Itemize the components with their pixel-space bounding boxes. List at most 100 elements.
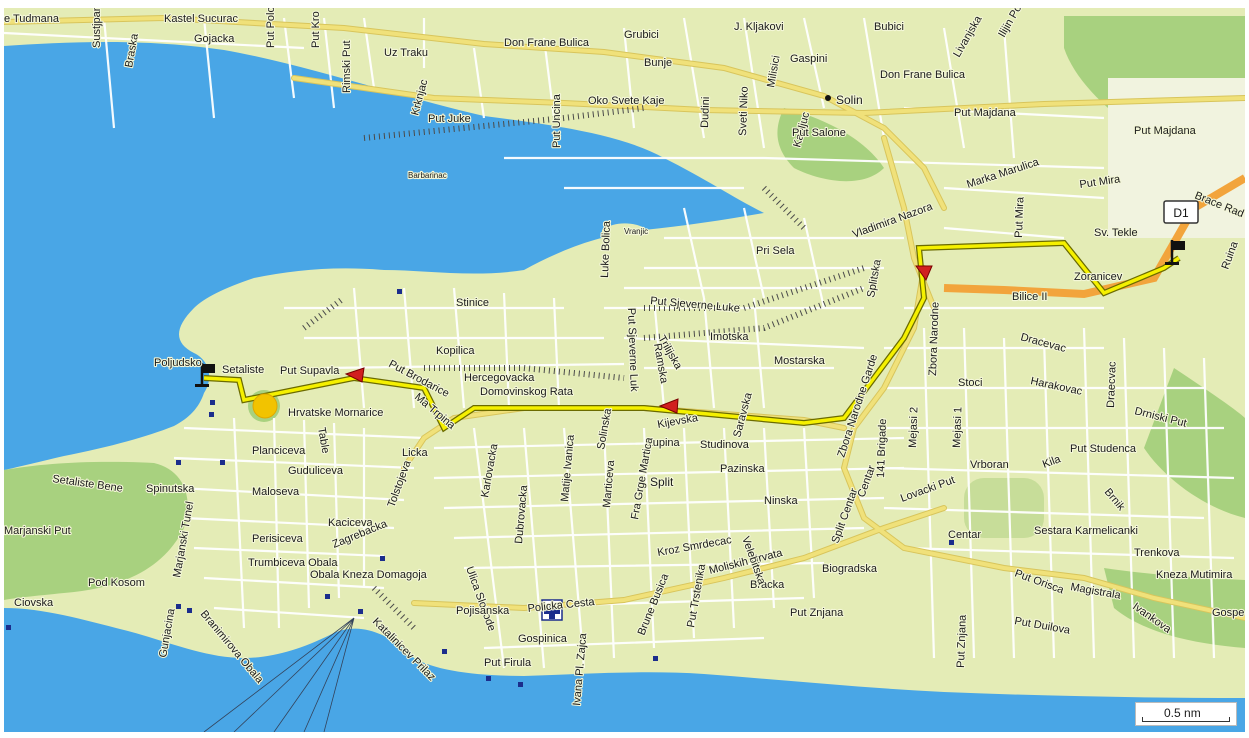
street-label: Sveti Niko [737, 86, 751, 136]
street-label: Obala Kneza Domagoja [310, 569, 428, 581]
street-label: Pod Kosom [88, 577, 145, 589]
poi-square-icon [518, 682, 523, 687]
street-label: Trumbiceva Obala [248, 557, 338, 569]
street-label: Bubici [874, 21, 904, 33]
ferry-routes [203, 617, 355, 732]
poi-square-icon [358, 609, 363, 614]
street-label: Biogradska [822, 563, 878, 575]
street-label: Planciceva [252, 445, 306, 457]
poi-square-icon [397, 289, 402, 294]
park-east [1144, 368, 1245, 518]
street-label: Spinutska [146, 483, 195, 495]
street-label: Put Firula [484, 657, 532, 669]
start-flag-icon[interactable] [195, 363, 215, 387]
marjan-park [4, 461, 188, 600]
route-direction-arrow-icon [658, 398, 679, 414]
hospital-cross-icon[interactable] [541, 599, 563, 621]
map-view[interactable]: D1 e Tudmana Kastel Sucurac Gojacka Sust… [4, 8, 1245, 732]
scale-label: 0.5 nm [1164, 706, 1201, 720]
street-label: Put Supavla [280, 365, 340, 377]
street-label: Rimski Put [341, 40, 353, 93]
street-label: Gojacka [194, 33, 235, 45]
street-label: Vrboran [970, 459, 1009, 471]
poi-markers [6, 289, 954, 687]
vranjic-island [602, 223, 650, 243]
street-label: Sustjpan [91, 8, 103, 48]
street-label: Put Majdana [1134, 125, 1197, 137]
scale-bar: 0.5 nm [1135, 702, 1237, 726]
street-label: Sv. Tekle [1094, 227, 1138, 239]
railway-lines [302, 105, 866, 631]
place-label: Poljudsko [154, 357, 202, 369]
poi-square-icon [486, 676, 491, 681]
street-label: Sestara Karmelicanki [1034, 525, 1138, 537]
street-label: Zoranicev [1074, 271, 1123, 283]
place-label: Barbarinac [408, 171, 447, 180]
finish-flag-icon[interactable] [1165, 240, 1185, 265]
street-label: Ninska [764, 495, 799, 507]
place-label: Kastel Sucurac [164, 13, 238, 25]
poi-square-icon [325, 594, 330, 599]
street-label: Zbora Narodne [927, 302, 942, 376]
street-label: Put Majdana [954, 107, 1017, 119]
poi-square-icon [949, 540, 954, 545]
street-label: Kneza Mutimira [1156, 569, 1233, 581]
yellow-circle-marker-icon[interactable] [252, 393, 278, 419]
scale-line [1142, 717, 1230, 722]
park-central [964, 478, 1044, 538]
poi-square-icon [176, 460, 181, 465]
place-label: Stinice [456, 297, 489, 309]
poi-square-icon [6, 625, 11, 630]
poi-square-icon [220, 460, 225, 465]
poi-square-icon [209, 412, 214, 417]
street-label: Dubrovacka [513, 484, 530, 544]
street-label: Kaciceva [328, 517, 374, 529]
street-label: Put Sjeverne Luk [625, 308, 640, 393]
street-label: Grubici [624, 29, 659, 41]
street-label: Mejasi 2 [907, 407, 920, 448]
street-label: Domovinskog Rata [480, 386, 574, 398]
place-label: Solin [836, 93, 863, 107]
street-label: Bunje [644, 57, 672, 69]
street-label: Dudini [699, 97, 712, 129]
street-label: Put Uncina [551, 93, 563, 148]
route-direction-arrow-icon [344, 367, 365, 383]
street-label: Don Frane Bulica [880, 69, 966, 81]
poi-square-icon [380, 556, 385, 561]
place-label: Kopilica [436, 345, 475, 357]
street-label: Bracka [750, 579, 785, 591]
street-label: Hrvatske Mornarice [288, 407, 383, 419]
street-label: Licka [402, 447, 429, 459]
street-label: Mostarska [774, 355, 826, 367]
street-label: Table [315, 426, 331, 454]
sea-area [4, 42, 764, 470]
street-label: Imotska [710, 331, 749, 343]
street-label: Setaliste [222, 364, 264, 376]
street-label: Marjanski Put [4, 525, 71, 537]
street-label: Put Mira [1013, 196, 1026, 238]
park-solin [777, 108, 884, 182]
street-label: Oko Svete Kaje [588, 95, 664, 107]
poi-square-icon [653, 656, 658, 661]
street-label: e Tudmana [4, 13, 60, 25]
route-shield-d1: D1 [1163, 200, 1199, 224]
street-label: J. Kljakovi [734, 21, 784, 33]
place-label: Centar [948, 529, 981, 541]
poi-square-icon [187, 608, 192, 613]
street-label: 141 Brigade [875, 418, 889, 478]
place-label: Vranjic [624, 227, 648, 236]
street-label: Gospe [1212, 607, 1244, 619]
street-label: Trenkova [1134, 547, 1180, 559]
place-label: Split [650, 475, 674, 489]
street-label: Gaspini [790, 53, 827, 65]
street-label: Bilice II [1012, 291, 1047, 303]
street-label: Hercegovacka [464, 372, 535, 384]
route-direction-arrow-icon [915, 265, 933, 282]
poi-square-icon [210, 400, 215, 405]
street-label: Studinova [700, 439, 750, 451]
street-label: Pri Sela [756, 245, 795, 257]
poi-square-icon [176, 604, 181, 609]
street-label: Luke Bolica [599, 220, 613, 278]
map-canvas[interactable]: D1 e Tudmana Kastel Sucurac Gojacka Sust… [4, 8, 1245, 732]
route-line[interactable] [203, 241, 1180, 431]
